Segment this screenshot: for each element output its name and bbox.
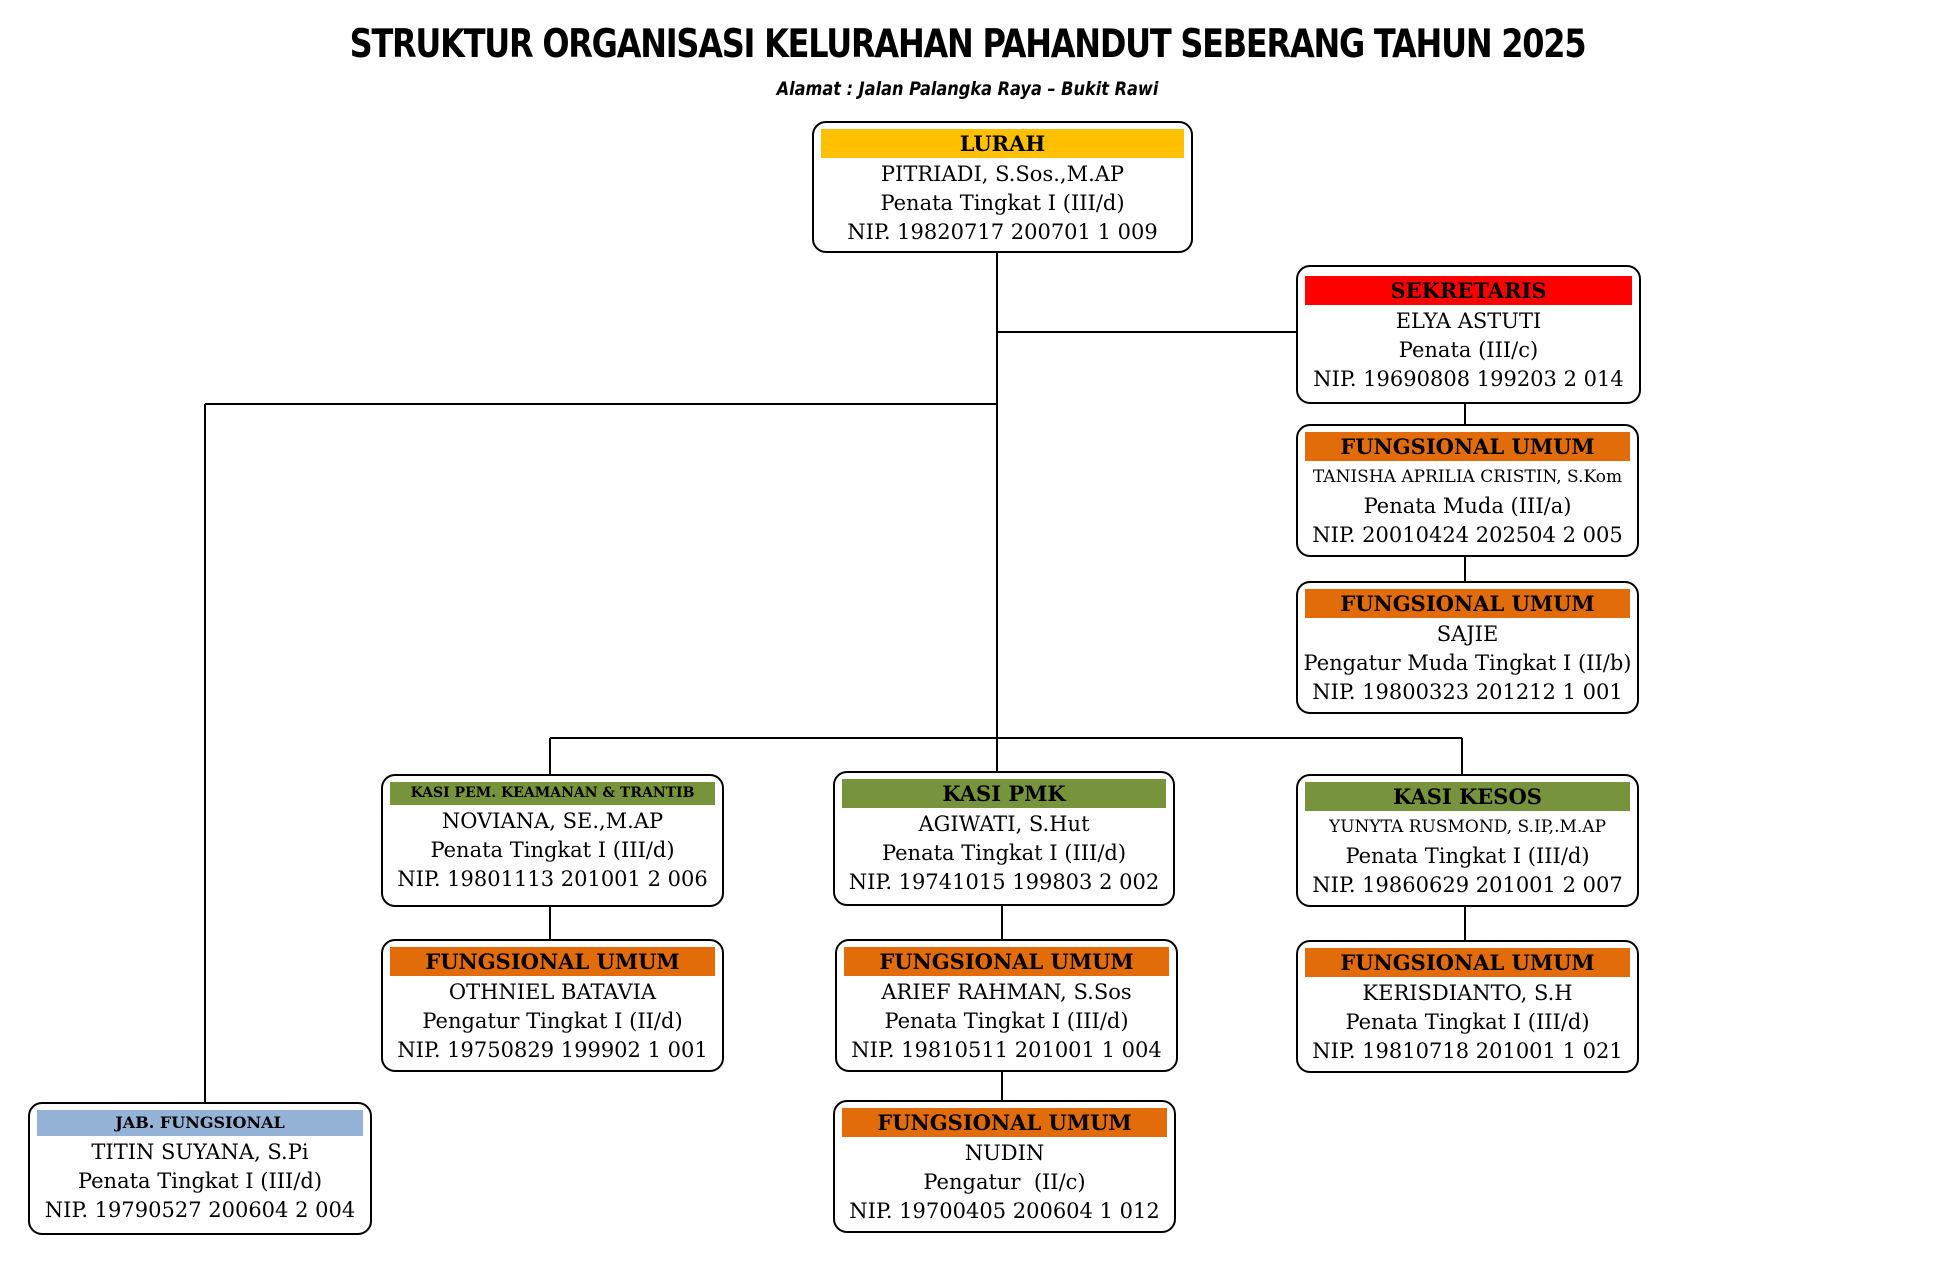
node-kasi-kesos-role: KASI KESOS [1305,782,1630,811]
node-fu-tanisha-rank: Penata Muda (III/a) [1363,494,1572,518]
node-fu-kerisdianto-rank: Penata Tingkat I (III/d) [1345,1010,1590,1034]
node-sekretaris: SEKRETARIS ELYA ASTUTI Penata (III/c) NI… [1296,265,1641,404]
node-lurah-rank: Penata Tingkat I (III/d) [880,191,1125,215]
node-fu-sajie-role: FUNGSIONAL UMUM [1305,589,1630,618]
node-fu-nudin-nip: NIP. 19700405 200604 1 012 [849,1199,1160,1223]
node-fu-arief-role: FUNGSIONAL UMUM [844,947,1169,976]
node-fu-nudin: FUNGSIONAL UMUM NUDIN Pengatur (II/c) NI… [833,1100,1176,1233]
node-fu-nudin-name: NUDIN [964,1141,1045,1165]
node-fu-kerisdianto: FUNGSIONAL UMUM KERISDIANTO, S.H Penata … [1296,940,1639,1073]
node-fu-sajie-nip: NIP. 19800323 201212 1 001 [1312,680,1623,704]
node-fu-kerisdianto-nip: NIP. 19810718 201001 1 021 [1312,1039,1623,1063]
chart-subtitle: Alamat : Jalan Palangka Raya – Bukit Raw… [776,78,1159,100]
node-fu-sajie: FUNGSIONAL UMUM SAJIE Pengatur Muda Ting… [1296,581,1639,714]
node-lurah-role: LURAH [821,129,1184,158]
node-fu-tanisha-name: TANISHA APRILIA CRISTIN, S.Kom [1312,467,1623,487]
node-sekretaris-name: ELYA ASTUTI [1395,309,1542,333]
node-lurah-name: PITRIADI, S.Sos.,M.AP [880,162,1125,186]
node-fu-nudin-rank: Pengatur (II/c) [923,1170,1086,1194]
node-fu-nudin-role: FUNGSIONAL UMUM [842,1108,1167,1137]
node-lurah-nip: NIP. 19820717 200701 1 009 [847,220,1158,244]
node-jab-fungsional-name: TITIN SUYANA, S.Pi [91,1140,309,1164]
node-kasi-pem: KASI PEM. KEAMANAN & TRANTIB NOVIANA, SE… [381,774,724,907]
node-kasi-pem-role: KASI PEM. KEAMANAN & TRANTIB [390,782,715,805]
node-fu-othniel: FUNGSIONAL UMUM OTHNIEL BATAVIA Pengatur… [381,939,724,1072]
node-sekretaris-rank: Penata (III/c) [1398,338,1539,362]
node-jab-fungsional-rank: Penata Tingkat I (III/d) [77,1169,323,1193]
node-fu-othniel-rank: Pengatur Tingkat I (II/d) [422,1009,683,1033]
node-fu-sajie-rank: Pengatur Muda Tingkat I (II/b) [1303,651,1632,675]
node-fu-sajie-name: SAJIE [1436,622,1499,646]
node-fu-othniel-name: OTHNIEL BATAVIA [448,980,657,1004]
node-jab-fungsional-role: JAB. FUNGSIONAL [37,1110,363,1136]
node-fu-tanisha-role: FUNGSIONAL UMUM [1305,432,1630,461]
node-kasi-pem-rank: Penata Tingkat I (III/d) [430,838,675,862]
node-kasi-kesos: KASI KESOS YUNYTA RUSMOND, S.IP,.M.AP Pe… [1296,774,1639,907]
node-kasi-kesos-name: YUNYTA RUSMOND, S.IP,.M.AP [1328,817,1607,837]
node-kasi-pmk: KASI PMK AGIWATI, S.Hut Penata Tingkat I… [833,771,1175,906]
node-kasi-pem-name: NOVIANA, SE.,M.AP [441,809,664,833]
node-kasi-kesos-rank: Penata Tingkat I (III/d) [1345,844,1590,868]
node-jab-fungsional-nip: NIP. 19790527 200604 2 004 [44,1198,356,1222]
node-kasi-kesos-nip: NIP. 19860629 201001 2 007 [1312,873,1623,897]
node-jab-fungsional: JAB. FUNGSIONAL TITIN SUYANA, S.Pi Penat… [28,1102,372,1235]
chart-title: STRUKTUR ORGANISASI KELURAHAN PAHANDUT S… [349,22,1587,67]
node-sekretaris-nip: NIP. 19690808 199203 2 014 [1313,367,1624,391]
node-sekretaris-role: SEKRETARIS [1305,276,1632,305]
node-kasi-pmk-rank: Penata Tingkat I (III/d) [881,841,1127,865]
node-kasi-pmk-name: AGIWATI, S.Hut [918,812,1090,836]
node-fu-othniel-role: FUNGSIONAL UMUM [390,947,715,976]
node-fu-kerisdianto-name: KERISDIANTO, S.H [1362,981,1573,1005]
node-fu-arief-nip: NIP. 19810511 201001 1 004 [851,1038,1162,1062]
node-fu-tanisha-nip: NIP. 20010424 202504 2 005 [1312,523,1623,547]
node-kasi-pmk-role: KASI PMK [842,779,1166,808]
node-kasi-pem-nip: NIP. 19801113 201001 2 006 [397,867,708,891]
node-fu-othniel-nip: NIP. 19750829 199902 1 001 [397,1038,708,1062]
node-fu-kerisdianto-role: FUNGSIONAL UMUM [1305,948,1630,977]
node-fu-arief-name: ARIEF RAHMAN, S.Sos [881,980,1132,1004]
node-fu-arief-rank: Penata Tingkat I (III/d) [884,1009,1129,1033]
node-fu-arief: FUNGSIONAL UMUM ARIEF RAHMAN, S.Sos Pena… [835,939,1178,1072]
node-kasi-pmk-nip: NIP. 19741015 199803 2 002 [848,870,1160,894]
node-fu-tanisha: FUNGSIONAL UMUM TANISHA APRILIA CRISTIN,… [1296,424,1639,557]
node-lurah: LURAH PITRIADI, S.Sos.,M.AP Penata Tingk… [812,121,1193,253]
